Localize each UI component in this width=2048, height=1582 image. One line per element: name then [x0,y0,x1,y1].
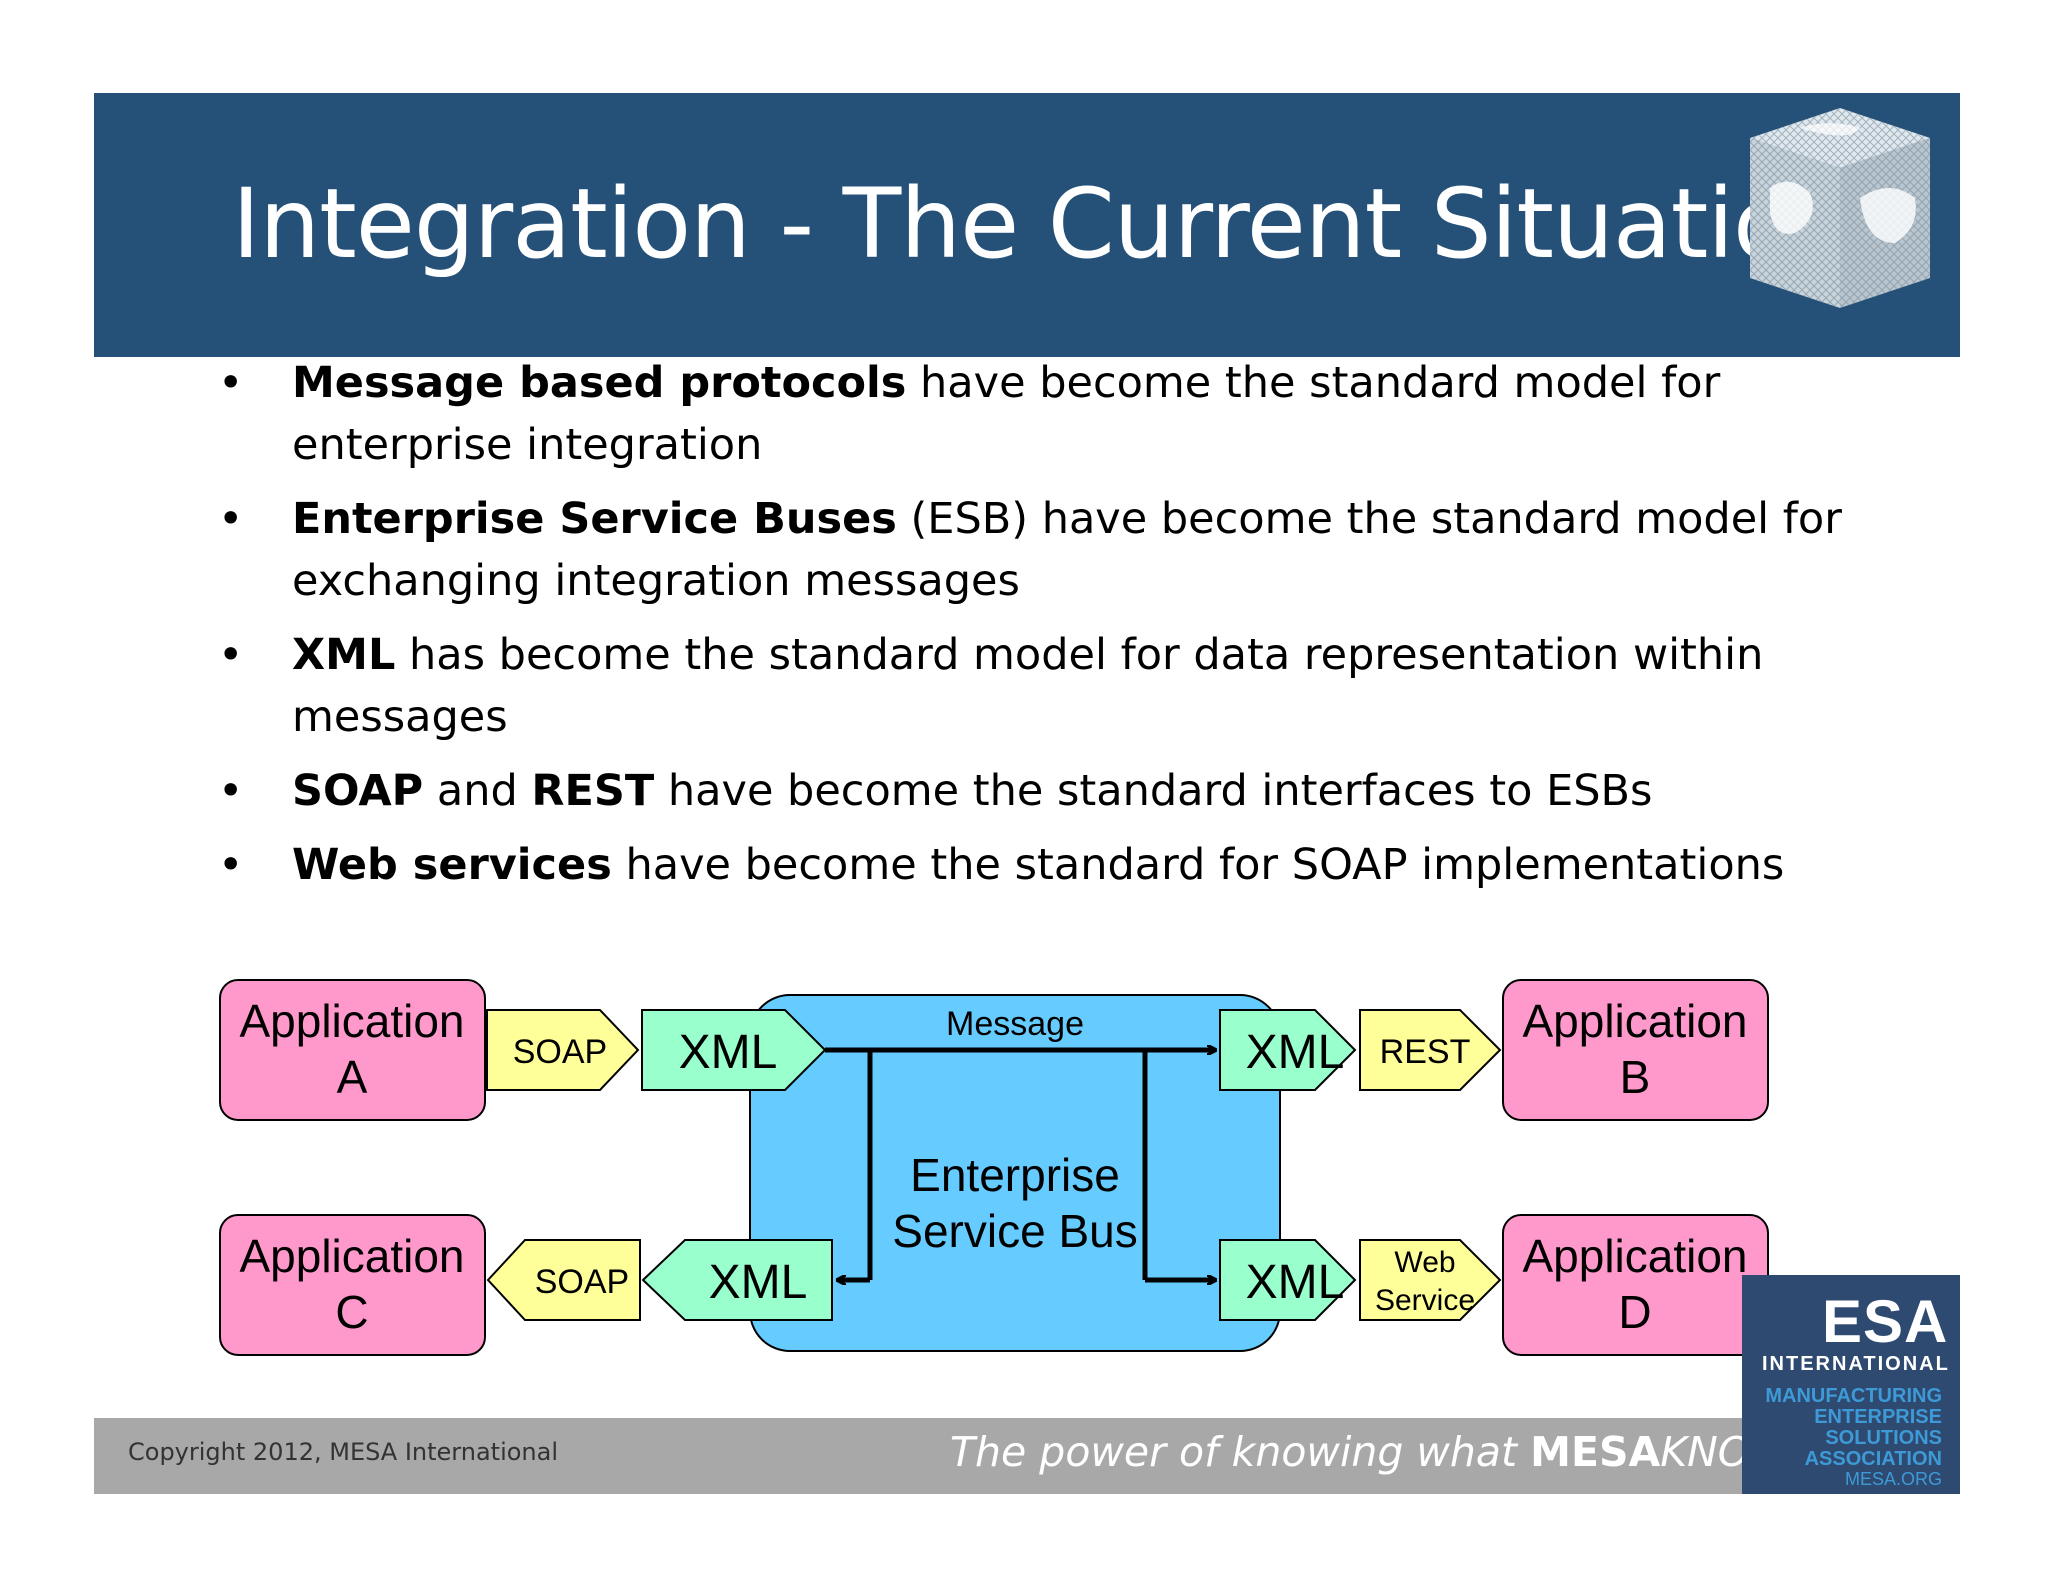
protocol-web-service-d-line2: Service [1375,1284,1475,1317]
application-b-label: Application [1522,995,1747,1047]
bullet-text: and [423,766,532,816]
application-d-id: D [1618,1286,1651,1338]
xml-a [641,1009,827,1091]
logo-line: ENTERPRISE [1814,1406,1942,1428]
protocol-rest-b-label: REST [1380,1033,1471,1071]
bullet-bold: XML [292,630,396,680]
protocol-web-service-d-line1: Web [1394,1246,1455,1279]
bullet-bold: Enterprise Service Buses [292,494,897,544]
application-b [1502,979,1769,1121]
protocol-soap-c [486,1239,641,1321]
logo-international: INTERNATIONAL [1762,1353,1950,1375]
xml-b-label: XML [1246,1026,1345,1079]
application-d-label: Application [1522,1230,1747,1282]
footer-tagline: The power of knowing what MESAKNOWS [950,1428,1817,1476]
slide-title: Integration - The Current Situation [232,168,1852,280]
bullet-bold: SOAP [292,766,424,816]
bus-label-line2: Service Bus [892,1205,1137,1257]
logo-line: MANUFACTURING [1765,1385,1942,1407]
bullet-dot: • [218,840,244,890]
title-bar [94,93,1960,357]
xml-c-label: XML [709,1256,808,1309]
application-c-label: Application [239,1230,464,1282]
footer-bar [94,1418,1742,1494]
bullet-bold: Web services [292,840,612,890]
xml-d [1219,1239,1357,1321]
bullet-text: have become the standard for SOAP implem… [611,840,1785,890]
bullet-item: • Message based protocols have become the… [218,352,1878,476]
application-a-id: A [337,1051,368,1103]
bullet-bold: REST [531,766,655,816]
application-b-id: B [1620,1051,1651,1103]
logo-letters: ESA [1822,1288,1949,1355]
xml-d-label: XML [1246,1256,1345,1309]
application-c [219,1214,486,1356]
globe-cube-icon [1750,108,1930,308]
esb-diagram: Enterprise Service Bus Application A SOA… [219,979,1769,1356]
tagline-brand: MESA [1530,1428,1661,1476]
bullet-item: • Web services have become the standard f… [218,834,1878,896]
bullet-text: have become the standard interfaces to E… [654,766,1653,816]
bus-label-line1: Enterprise [910,1149,1120,1201]
bullet-text: have become the standard model for enter… [292,358,1721,470]
application-a-label: Application [239,995,464,1047]
bullet-dot: • [218,358,244,408]
protocol-rest-b [1359,1009,1502,1091]
bullet-dot: • [218,494,244,544]
protocol-web-service-d [1359,1239,1502,1321]
mesa-logo: ESA INTERNATIONAL MANUFACTURING ENTERPRI… [1742,1275,1960,1494]
tagline-prefix: The power of knowing what [950,1428,1531,1476]
xml-a-label: XML [679,1026,778,1079]
logo-line: ASSOCIATION [1804,1448,1942,1470]
bullet-dot: • [218,766,244,816]
protocol-soap-a [486,1009,640,1091]
bullet-bold: Message based protocols [292,358,907,408]
xml-b [1219,1009,1357,1091]
bullet-item: • Enterprise Service Buses (ESB) have bec… [218,488,1878,612]
logo-line: MESA.ORG [1844,1469,1942,1489]
application-a [219,979,486,1121]
xml-c [641,1239,833,1321]
bullet-list: • Message based protocols have become the… [218,352,1878,908]
copyright-text: Copyright 2012, MESA International [128,1438,559,1466]
bullet-dot: • [218,630,244,680]
protocol-soap-c-label: SOAP [535,1263,629,1301]
bullet-item: • SOAP and REST have become the standard … [218,760,1878,822]
message-label: Message [946,1005,1084,1043]
bullet-item: • XML has become the standard model for d… [218,624,1878,748]
bullet-text: (ESB) have become the standard model for… [292,494,1842,606]
application-c-id: C [335,1286,368,1338]
bullet-text: has become the standard model for data r… [292,630,1764,742]
protocol-soap-a-label: SOAP [513,1033,607,1071]
logo-line: SOLUTIONS [1825,1427,1942,1449]
